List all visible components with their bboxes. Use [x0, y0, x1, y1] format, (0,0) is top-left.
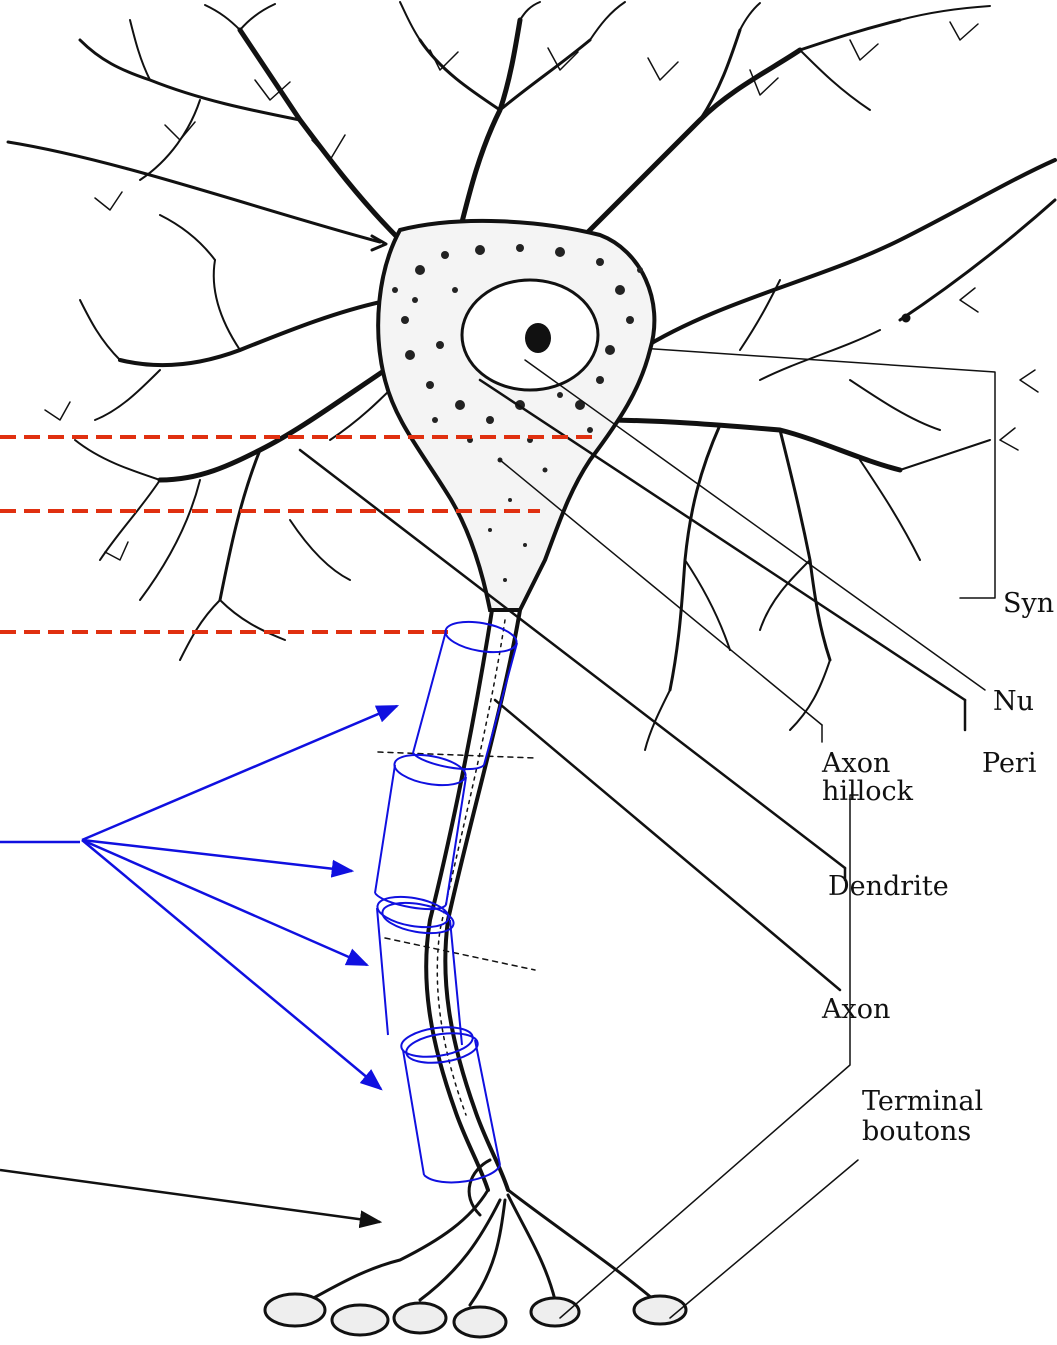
label-nucleus: Nu [993, 686, 1034, 717]
blue-pointer-arrows [0, 706, 397, 1089]
label-axon-hillock-1: Axon [821, 748, 890, 779]
myelin-segment-1 [413, 617, 519, 769]
axon-terminals [265, 1160, 686, 1337]
myelin-segment-4 [399, 1023, 500, 1182]
blue-arrow-1 [82, 706, 397, 840]
black-arrow [0, 1170, 380, 1222]
label-terminal-boutons-2: boutons [862, 1116, 971, 1147]
blue-arrow-3 [82, 840, 367, 965]
cell-body [378, 221, 654, 610]
label-perikaryon: Peri [982, 748, 1037, 779]
label-axon: Axon [821, 994, 890, 1025]
label-synapses: Syn [1003, 588, 1054, 619]
label-terminal-boutons-1: Terminal [862, 1086, 983, 1117]
label-dendrite: Dendrite [828, 871, 949, 902]
labels: Syn Nu Peri Axon hillock Dendrite Axon T… [821, 588, 1054, 1147]
blue-arrow-2 [82, 840, 352, 871]
black-pointer-arrow [0, 1170, 380, 1222]
leader-lines [300, 360, 985, 1318]
axon-shaft [378, 610, 535, 1190]
label-axon-hillock-2: hillock [822, 776, 914, 807]
blue-arrow-4 [82, 840, 381, 1089]
nucleolus [525, 323, 551, 353]
